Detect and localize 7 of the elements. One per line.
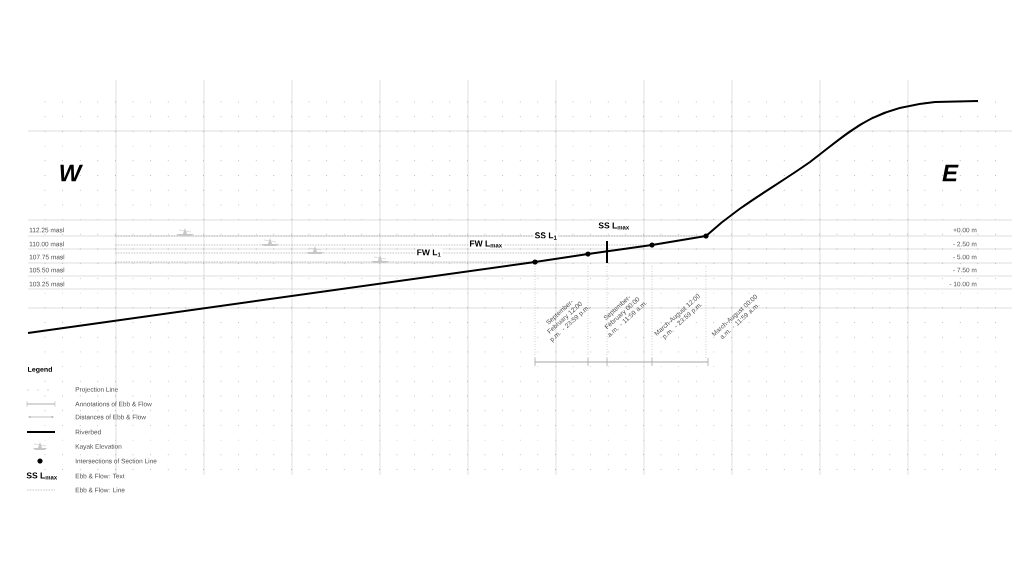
big-letter: W [60,164,84,182]
level-label: FW L$_{1}$ [415,248,443,258]
legend-sample: SS L$_{max}$ [26,472,58,480]
level-label: FW L$_{max}$ [468,239,504,249]
level-label: SS L$_{max}$ [597,221,631,231]
big-letter: E [942,164,959,182]
level-label: SS L$_{1}$ [533,231,559,241]
